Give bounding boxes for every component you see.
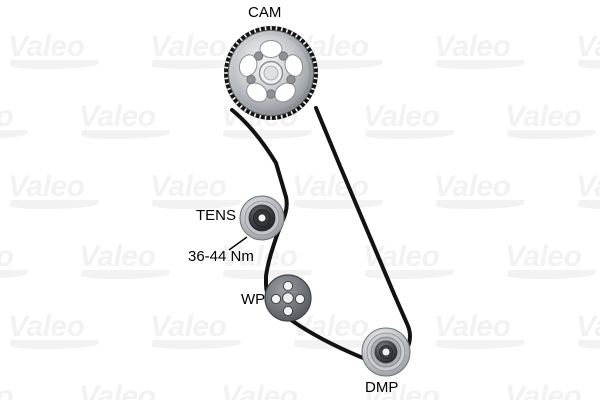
cam-tooth xyxy=(248,110,252,115)
cam-teeth xyxy=(224,26,318,120)
cam-tooth xyxy=(235,101,240,105)
cam-tooth xyxy=(312,82,317,85)
cam-tooth xyxy=(311,87,316,91)
tens-center-bolt xyxy=(257,213,267,223)
cam-tooth xyxy=(232,45,236,50)
cam-tooth xyxy=(312,61,317,64)
cam-tooth xyxy=(259,27,262,32)
cam-tooth xyxy=(243,34,248,38)
cam-tooth xyxy=(294,34,299,38)
label-cam: CAM xyxy=(248,4,282,21)
cam-tooth xyxy=(226,55,231,59)
cam-tooth xyxy=(290,110,294,115)
cam-spoke-window xyxy=(259,40,283,58)
cam-bolt-boss xyxy=(286,74,296,85)
wp-bolt-hole-bottom xyxy=(282,305,294,317)
dmp-center-bolt xyxy=(382,348,390,356)
cam-bolt-bosses xyxy=(246,51,296,99)
cam-tooth xyxy=(259,114,262,119)
cam-tooth xyxy=(239,104,243,109)
cam-tooth xyxy=(232,96,236,101)
cam-tooth xyxy=(285,28,289,33)
label-wp: WP xyxy=(241,291,266,308)
cam-spoke-windows xyxy=(238,40,304,103)
wp-bolt-hole-left xyxy=(270,293,282,305)
cam-tooth xyxy=(280,27,283,32)
cam-tooth xyxy=(225,82,230,85)
wp-bolt-hole-top xyxy=(282,280,294,292)
cam-tooth xyxy=(253,28,257,33)
cam-tooth xyxy=(299,104,303,109)
cam-tooth xyxy=(248,31,252,36)
cam-tooth xyxy=(225,61,230,64)
cam-tooth xyxy=(302,101,307,105)
tens-pulley xyxy=(239,195,285,241)
cam-bolt-boss xyxy=(246,74,256,85)
cam-tooth xyxy=(229,50,234,54)
cam-bolt-boss xyxy=(254,51,264,61)
cam-bolt-boss xyxy=(278,51,288,61)
wp-center-hub xyxy=(282,292,294,304)
label-dmp: DMP xyxy=(365,379,399,396)
cam-center-bore xyxy=(263,65,279,81)
cam-tooth xyxy=(302,41,307,45)
cam-tooth xyxy=(311,55,316,59)
cam-tooth xyxy=(226,87,231,91)
cam-tooth xyxy=(308,92,313,96)
dmp-pulley xyxy=(361,327,411,377)
cam-tooth xyxy=(299,37,303,42)
cam-spoke-window xyxy=(246,82,268,103)
cam-tooth xyxy=(294,108,299,112)
cam-tooth xyxy=(243,108,248,112)
cam-sprocket xyxy=(224,26,318,120)
cam-tooth xyxy=(229,92,234,96)
cam-tooth xyxy=(280,114,283,119)
cam-tooth xyxy=(239,37,243,42)
cam-tooth xyxy=(290,31,294,36)
cam-spoke-window xyxy=(274,82,296,103)
cam-tooth xyxy=(253,113,257,118)
wp-pulley xyxy=(264,274,312,322)
cam-tooth xyxy=(285,113,289,118)
cam-bolt-boss xyxy=(266,89,276,99)
cam-tooth xyxy=(235,41,240,45)
torque-leader-line xyxy=(228,236,248,251)
cam-tooth xyxy=(306,96,310,101)
cam-tooth xyxy=(308,50,313,54)
cam-tooth xyxy=(306,45,310,50)
wp-bolt-hole-right xyxy=(294,293,306,305)
label-tens: TENS xyxy=(196,207,237,224)
label-torque-spec: 36-44 Nm xyxy=(188,248,254,265)
